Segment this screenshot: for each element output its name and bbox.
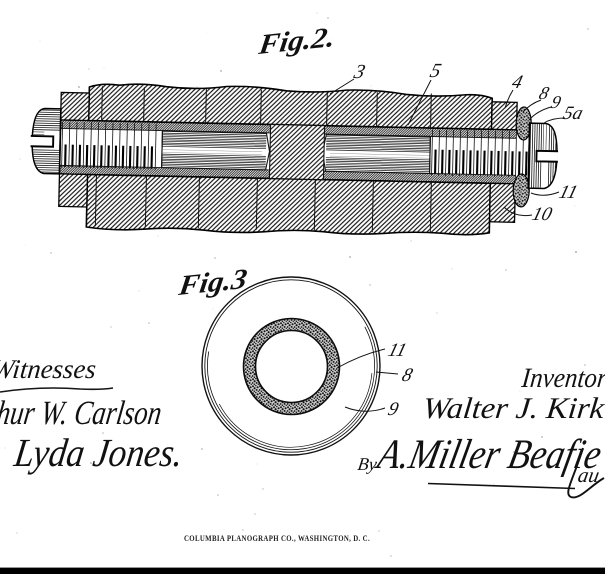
svg-text:A.Miller Beafie: A.Miller Beafie (371, 431, 605, 477)
svg-text:3: 3 (351, 61, 368, 83)
svg-text:Witnesses: Witnesses (0, 354, 98, 384)
svg-text:5a: 5a (561, 103, 586, 124)
svg-text:Inventor: Inventor (519, 363, 605, 394)
svg-text:COLUMBIA PLANOGRAPH CO., WASHI: COLUMBIA PLANOGRAPH CO., WASHINGTON, D. … (184, 534, 370, 543)
svg-text:4: 4 (510, 72, 525, 93)
svg-text:Walter J. Kirk: Walter J. Kirk (421, 391, 605, 425)
svg-text:11: 11 (386, 340, 409, 361)
svg-text:Lyda Jones.: Lyda Jones. (11, 430, 186, 475)
svg-text:11: 11 (557, 182, 580, 203)
svg-text:thur W. Carlson: thur W. Carlson (0, 395, 164, 432)
svg-text:10: 10 (530, 204, 555, 225)
svg-text:5: 5 (428, 60, 444, 82)
svg-text:8: 8 (400, 365, 415, 386)
svg-text:8: 8 (537, 83, 551, 103)
svg-text:9: 9 (549, 92, 563, 112)
svg-text:au: au (576, 463, 601, 487)
svg-text:Fig.2.: Fig.2. (256, 22, 337, 61)
svg-text:9: 9 (386, 399, 401, 420)
